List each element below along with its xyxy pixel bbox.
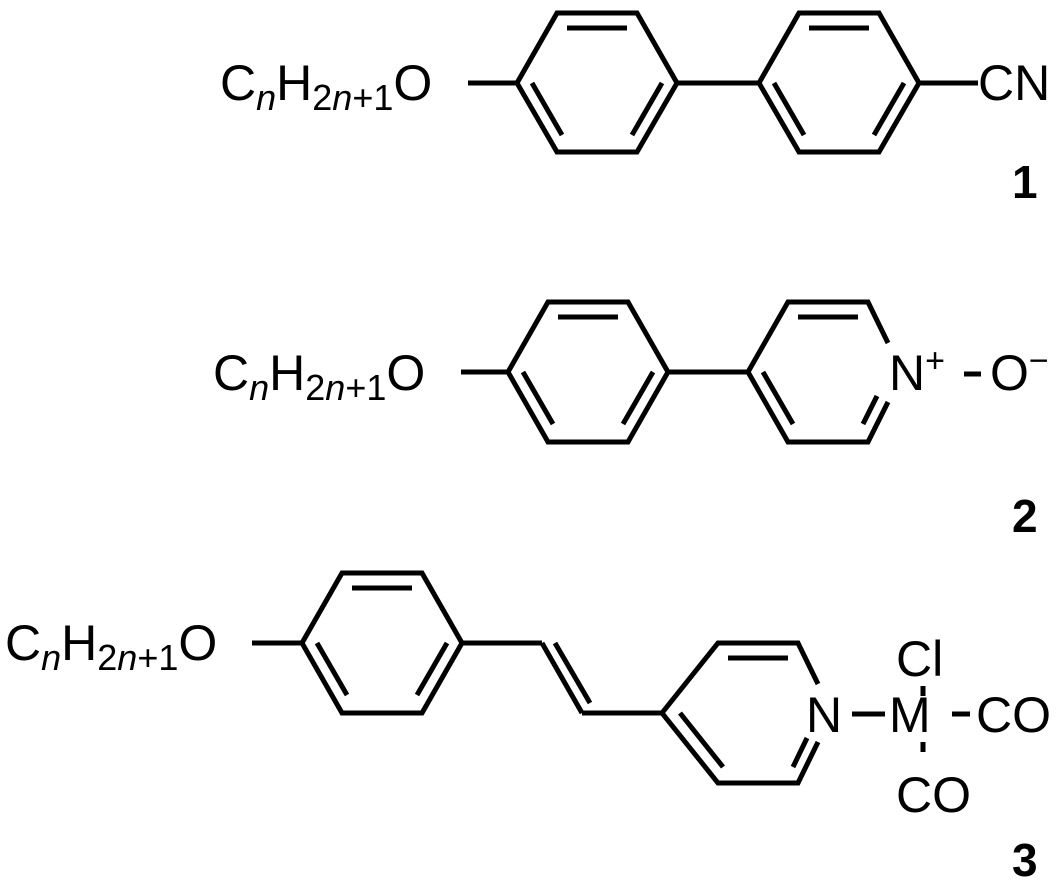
ring-nitrogen-2: N+	[889, 342, 945, 401]
structure-3: CnH2n+1O N M Cl CO CO 3	[5, 570, 1051, 886]
structure-1: CnH2n+1O CN 1	[220, 10, 1050, 208]
benzene-ring-1b	[756, 10, 922, 155]
chain-1: CnH2n+1O	[220, 55, 432, 118]
chloride-ligand: Cl	[896, 631, 943, 687]
benzene-ring-1a	[514, 10, 680, 155]
chain-3: CnH2n+1O	[5, 615, 217, 678]
pyridine-ring-3	[658, 640, 821, 786]
compound-number-1: 1	[1012, 156, 1038, 208]
structure-2: CnH2n+1O N+ O− 2	[213, 299, 1049, 542]
chain-2: CnH2n+1O	[213, 345, 425, 408]
metal-center: M	[889, 687, 931, 743]
benzene-ring-2	[505, 299, 671, 445]
carbonyl-ligand-bottom: CO	[896, 767, 971, 823]
compound-number-3: 3	[1012, 834, 1038, 886]
nitrile-group-label: CN	[978, 55, 1050, 111]
oxide-oxygen: O−	[990, 342, 1049, 401]
benzene-ring-3	[299, 570, 465, 716]
pyridine-ring-2	[745, 299, 891, 445]
ring-nitrogen-3: N	[806, 687, 842, 743]
carbonyl-ligand-right: CO	[976, 687, 1051, 743]
vinylene-bridge	[462, 640, 662, 716]
compound-number-2: 2	[1012, 490, 1038, 542]
